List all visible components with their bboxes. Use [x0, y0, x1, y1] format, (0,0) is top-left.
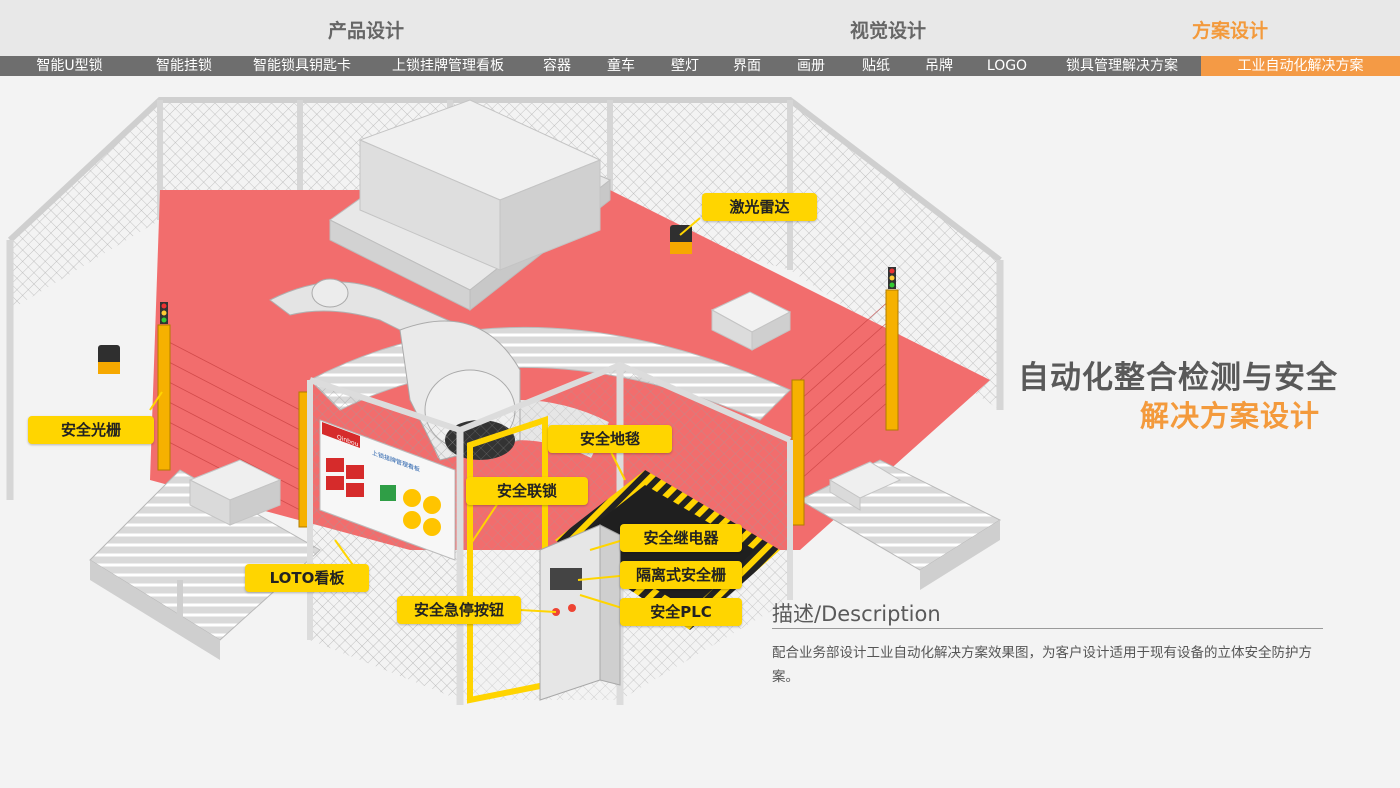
- subnav-item-lock-solution[interactable]: 锁具管理解决方案: [1066, 58, 1178, 74]
- subnav-item-wall-lamp[interactable]: 壁灯: [671, 58, 699, 74]
- subnav-item-logo[interactable]: LOGO: [986, 58, 1028, 74]
- subnav-item-key-card[interactable]: 智能锁具钥匙卡: [253, 58, 351, 74]
- left-conveyor: [89, 459, 321, 660]
- subnav-item-interface[interactable]: 界面: [733, 58, 761, 74]
- callout-estop: 安全急停按钮: [397, 596, 521, 624]
- subnav-item-kids-cart[interactable]: 童车: [607, 58, 635, 74]
- subnav-item-tag[interactable]: 吊牌: [925, 58, 953, 74]
- description-body: 配合业务部设计工业自动化解决方案效果图，为客户设计适用于现有设备的立体安全防护方…: [772, 645, 1312, 685]
- callout-safety-mat: 安全地毯: [548, 425, 672, 453]
- hero-title-line2: 解决方案设计: [1140, 399, 1321, 433]
- loto-board: Qinbou 上锁挂牌管理看板: [319, 419, 456, 561]
- subnav-item-smart-u-lock[interactable]: 智能U型锁: [36, 58, 103, 74]
- subnav-item-smart-padlock[interactable]: 智能挂锁: [156, 58, 212, 74]
- callout-isolation-barrier: 隔离式安全栅: [620, 561, 742, 589]
- subnav-item-brochure[interactable]: 画册: [797, 58, 825, 74]
- safety-cell-illustration: Qinbou 上锁挂牌管理看板: [6, 97, 1004, 705]
- subnav-item-automation-solution[interactable]: 工业自动化解决方案: [1201, 56, 1400, 76]
- description-heading: 描述/Description: [772, 602, 941, 626]
- callout-plc: 安全PLC: [620, 598, 742, 626]
- hero-title-line1: 自动化整合检测与安全: [1018, 360, 1338, 396]
- callout-relay: 安全继电器: [620, 524, 742, 552]
- category-product-design[interactable]: 产品设计: [328, 20, 405, 42]
- category-bar: 产品设计 视觉设计 方案设计: [0, 0, 1400, 56]
- callout-interlock: 安全联锁: [466, 477, 588, 505]
- sub-nav: 智能U型锁 智能挂锁 智能锁具钥匙卡 上锁挂牌管理看板 容器 童车 壁灯 界面 …: [0, 56, 1400, 76]
- description-divider: [772, 628, 1323, 629]
- callout-loto-board: LOTO看板: [245, 564, 369, 592]
- laser-scanners: [98, 225, 692, 374]
- stacked-boxes: [329, 99, 792, 351]
- subnav-item-sticker[interactable]: 贴纸: [862, 58, 890, 74]
- callout-laser-radar: 激光雷达: [702, 193, 817, 221]
- right-conveyor: [798, 459, 1002, 590]
- callout-light-curtain: 安全光栅: [28, 416, 154, 444]
- subnav-item-container[interactable]: 容器: [543, 58, 571, 74]
- category-solution-design[interactable]: 方案设计: [1192, 20, 1269, 42]
- subnav-item-loto-board[interactable]: 上锁挂牌管理看板: [392, 58, 504, 74]
- category-visual-design[interactable]: 视觉设计: [850, 20, 927, 42]
